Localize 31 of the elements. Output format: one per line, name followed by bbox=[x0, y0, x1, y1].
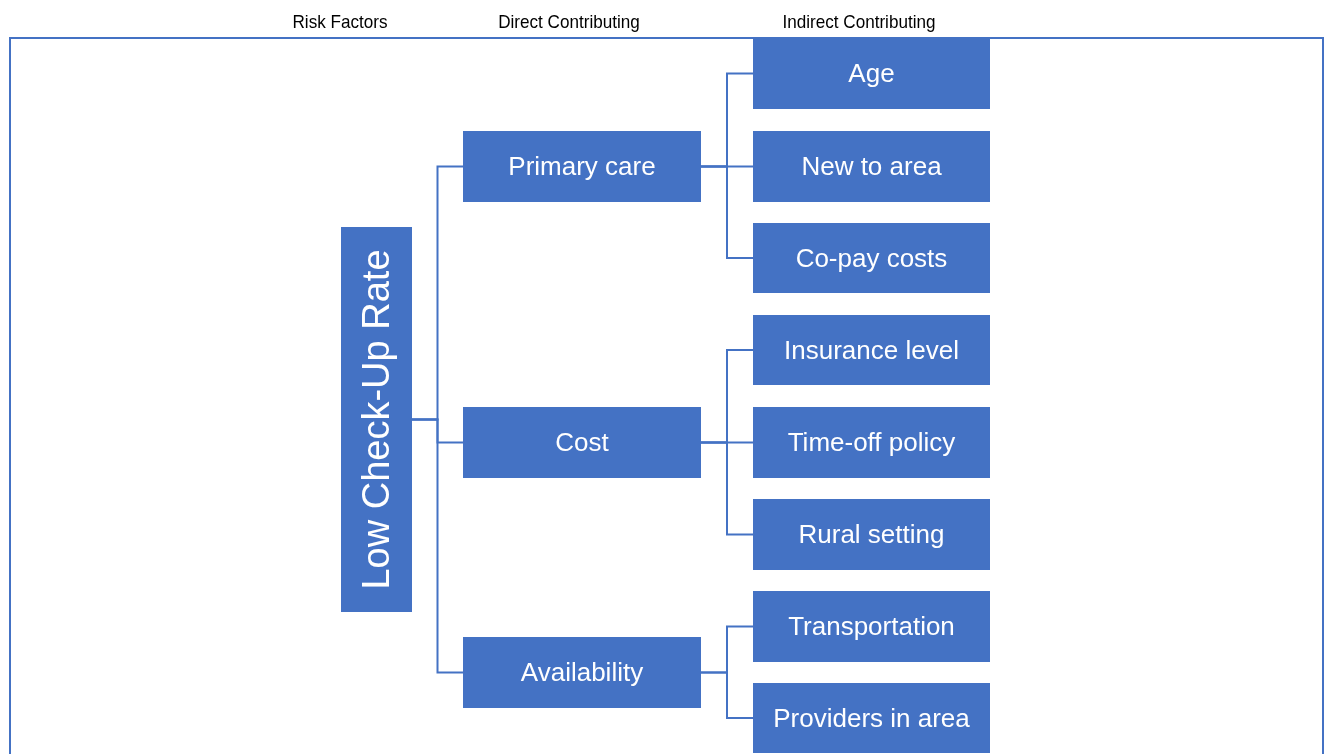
category-box bbox=[753, 499, 990, 570]
category-box bbox=[753, 131, 990, 202]
box-label: Age bbox=[848, 57, 895, 90]
box-label: Providers in area bbox=[773, 701, 970, 735]
connector-line bbox=[700, 671, 754, 719]
box-label: Cost bbox=[555, 426, 609, 459]
category-box bbox=[463, 131, 701, 202]
category-box bbox=[753, 591, 990, 662]
box-label: Low Check-Up Rate bbox=[354, 249, 398, 590]
box-label: Time-off policy bbox=[787, 426, 956, 459]
column-heading: Risk Factors bbox=[292, 9, 388, 34]
category-box bbox=[463, 407, 701, 478]
column-heading: Direct Contributing bbox=[498, 9, 640, 34]
category-box bbox=[341, 227, 412, 612]
box-label: Primary care bbox=[508, 150, 656, 183]
connector-line bbox=[700, 165, 754, 259]
category-box bbox=[753, 683, 990, 753]
box-label: Transportation bbox=[788, 610, 955, 643]
box-label: Insurance level bbox=[784, 333, 959, 367]
box-label: Rural setting bbox=[798, 518, 945, 551]
column-heading: Indirect Contributing bbox=[782, 9, 936, 34]
connector-line bbox=[700, 441, 754, 536]
category-box bbox=[463, 637, 701, 708]
box-label: New to area bbox=[801, 150, 942, 183]
category-box bbox=[753, 38, 990, 109]
category-box bbox=[753, 315, 990, 385]
connector-line bbox=[411, 418, 464, 674]
box-label: Co-pay costs bbox=[795, 241, 948, 275]
category-box bbox=[753, 223, 990, 293]
box-label: Availability bbox=[520, 656, 644, 689]
category-box bbox=[753, 407, 990, 478]
